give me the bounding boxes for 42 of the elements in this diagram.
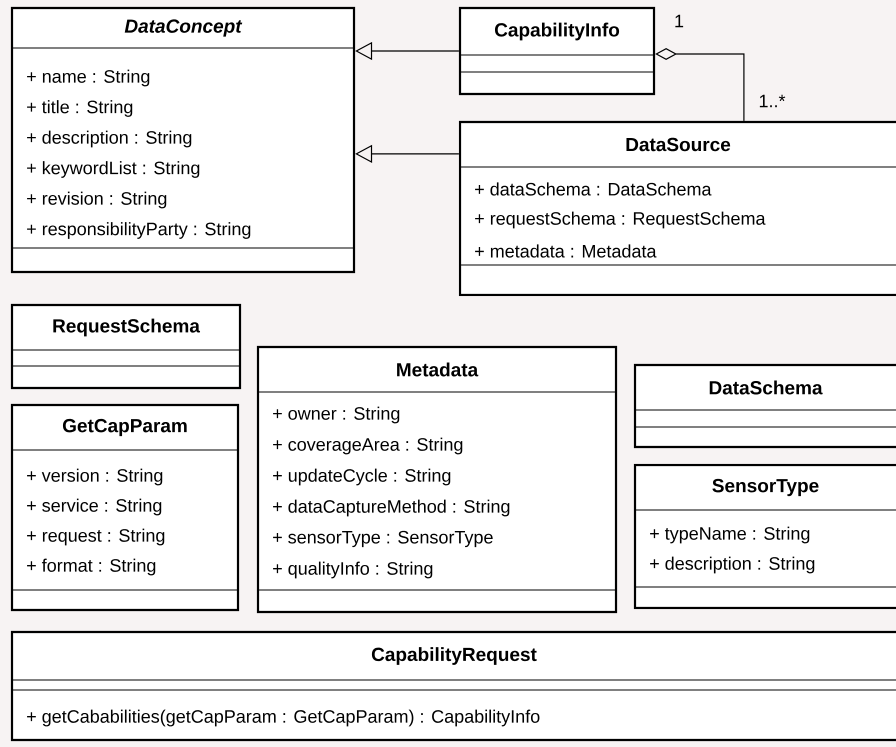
class-box <box>10 404 240 612</box>
class-box <box>458 120 896 296</box>
class-name: SensorType <box>712 478 819 496</box>
multiplicity-label: 1 <box>675 14 684 28</box>
attribute-text: + updateCycle : String <box>273 468 450 486</box>
attribute-text: + coverageArea : String <box>273 438 462 454</box>
class-name: CapabilityRequest <box>372 647 537 665</box>
attribute-text: + metadata : Metadata <box>475 244 656 258</box>
class-box <box>634 364 896 448</box>
attribute-text: + owner : String <box>273 406 400 424</box>
attribute-text: + revision : String <box>27 192 166 208</box>
class-name: Metadata <box>397 362 478 376</box>
attribute-text: + sensorType : SensorType <box>273 530 493 548</box>
attribute-text: + description : String <box>650 556 814 574</box>
attribute-text: + description : String <box>27 130 192 148</box>
class-box <box>10 6 356 274</box>
attribute-text: + dataSchema : DataSchema <box>475 182 712 196</box>
attribute-text: + qualityInfo : String <box>273 562 432 578</box>
class-name: DataSource <box>626 138 730 152</box>
attribute-text: + keywordList : String <box>27 161 200 178</box>
class-name: CapabilityInfo <box>494 22 620 40</box>
attribute-text: + name : String <box>27 70 150 86</box>
class-box <box>10 630 896 742</box>
class-name: DataSchema <box>710 380 823 394</box>
multiplicity-label: 1..* <box>760 94 786 108</box>
class-box <box>10 304 242 390</box>
attribute-text: + format : String <box>27 558 156 576</box>
class-box <box>634 464 896 610</box>
attribute-text: + request : String <box>27 528 164 546</box>
attribute-text: + service : String <box>27 498 162 516</box>
class-box <box>458 6 656 96</box>
class-name: RequestSchema <box>53 318 200 336</box>
attribute-text: + typeName : String <box>650 526 810 544</box>
class-box <box>256 346 618 614</box>
attribute-text: + title : String <box>27 100 132 117</box>
attribute-text: + version : String <box>27 468 162 486</box>
attribute-text: + requestSchema : RequestSchema <box>475 212 766 228</box>
class-name: GetCapParam <box>62 418 187 436</box>
operation-text: + getCababilities(getCapParam : GetCapParam) : CapabilityInfo <box>27 710 540 726</box>
attribute-text: + responsibilityParty : String <box>27 222 250 239</box>
attribute-text: + dataCaptureMethod : String <box>273 500 510 516</box>
class-name: DataConcept <box>124 19 242 37</box>
